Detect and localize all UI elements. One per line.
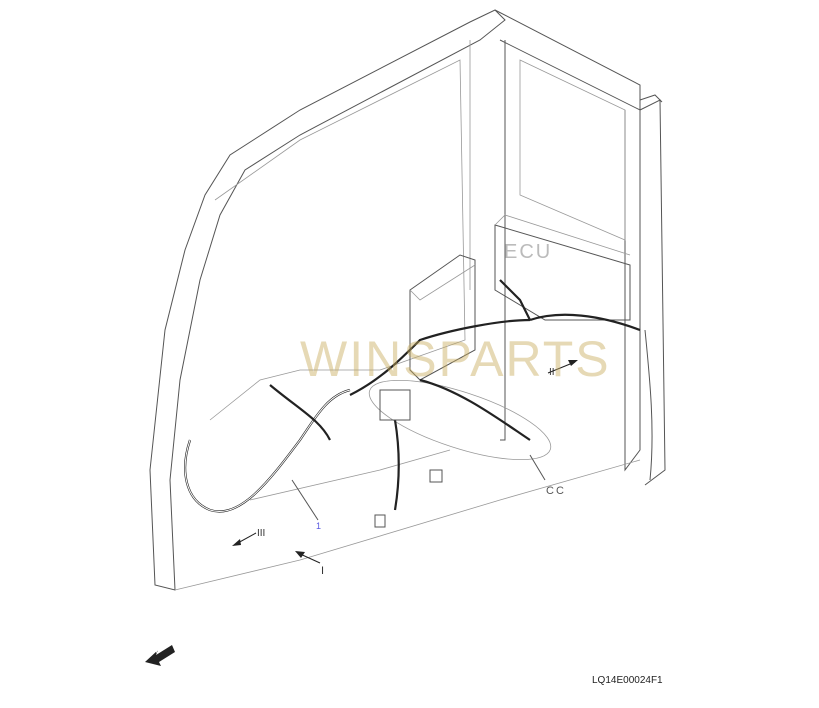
fwd-arrow-icon (145, 645, 175, 666)
leader-line-1 (291, 479, 319, 521)
view-label-iii: III (257, 528, 266, 539)
view-arrow-icons (232, 360, 578, 564)
drawing-code: LQ14E00024F1 (592, 675, 663, 686)
watermark: WINSPARTS (300, 331, 611, 387)
floor-plate (368, 379, 552, 461)
ecu-unit (494, 214, 631, 321)
wire-harness (184, 279, 653, 528)
view-label-i: I (321, 565, 325, 577)
part-callout-1[interactable]: 1 (316, 521, 322, 531)
detail-callout-cc[interactable]: CC (546, 485, 566, 497)
controller-box (409, 254, 476, 381)
view-label-ii: II (549, 367, 555, 378)
ecu-label: ECU (504, 241, 553, 263)
cab-frame (149, 9, 666, 591)
